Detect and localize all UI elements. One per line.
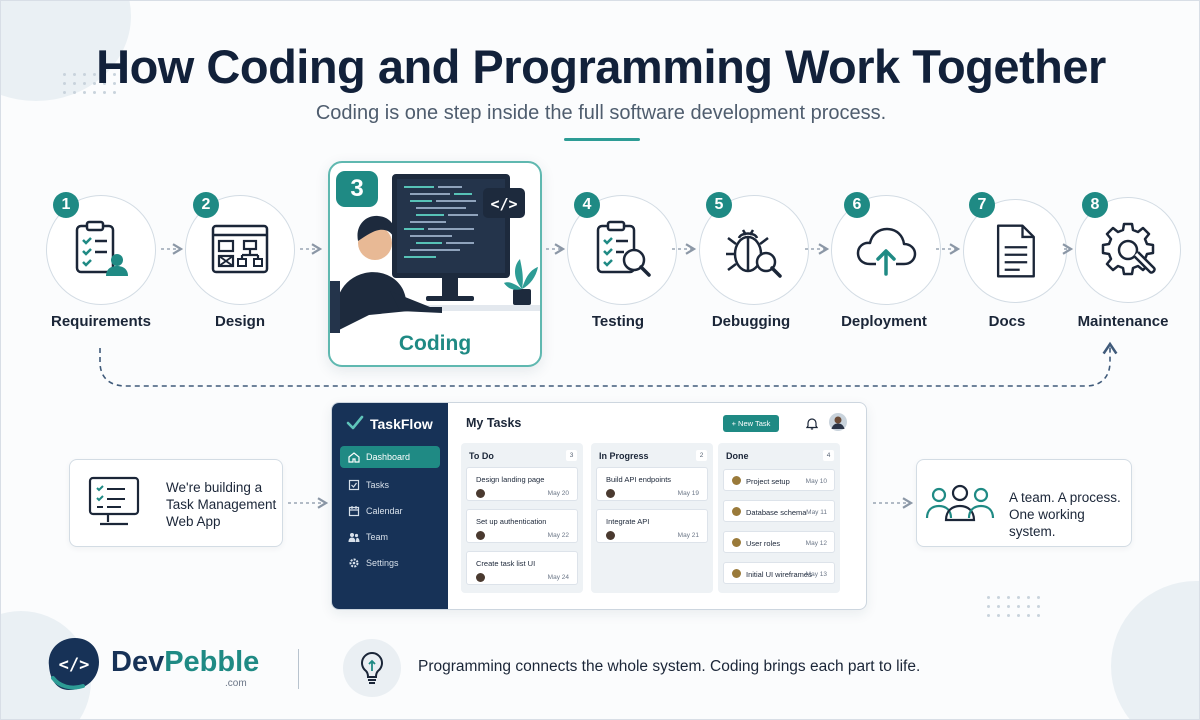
step-label-maintenance: Maintenance: [1077, 313, 1169, 330]
task-card[interactable]: User roles May 12: [723, 531, 835, 553]
step-label-debugging: Debugging: [711, 313, 791, 330]
assignee-avatar: [476, 573, 485, 582]
column-to-do: To Do 3 Design landing page May 20 Set u…: [461, 443, 583, 593]
bug-search-icon: [726, 229, 782, 278]
step-number-3: 3: [336, 171, 378, 207]
wireframe-icon: [211, 224, 269, 274]
step-number-8: 8: [1082, 192, 1108, 218]
calendar-icon: [348, 506, 360, 517]
checkbox-icon: [348, 479, 360, 491]
app-nav-team[interactable]: Team: [340, 526, 440, 548]
users-icon: [348, 533, 360, 542]
task-card[interactable]: Database schema May 11: [723, 500, 835, 522]
step-label-testing: Testing: [591, 313, 645, 330]
step-label-coding: Coding: [398, 332, 472, 355]
footer-tagline: Programming connects the whole system. C…: [418, 658, 921, 675]
footer-divider: [298, 649, 299, 689]
brand-name: DevPebble: [111, 646, 260, 678]
home-icon: [348, 452, 360, 463]
team-card-text: A team. A process. One working system.: [1009, 490, 1121, 539]
step-number-6: 6: [844, 192, 870, 218]
step-debugging: [699, 195, 809, 305]
app-nav-tasks[interactable]: Tasks: [340, 474, 440, 496]
column-title: Done: [726, 451, 749, 461]
assignee-avatar: [732, 507, 741, 516]
step-label-deployment: Deployment: [841, 313, 927, 330]
step-label-docs: Docs: [988, 313, 1026, 330]
task-card[interactable]: Set up authentication May 22: [466, 509, 578, 543]
task-card[interactable]: Create task list UI May 24: [466, 551, 578, 585]
app-sidebar: TaskFlow Dashboard Tasks Calendar Team S…: [332, 403, 448, 609]
user-avatar[interactable]: [829, 413, 847, 431]
app-page-title: My Tasks: [466, 416, 522, 430]
step-label-design: Design: [214, 313, 265, 330]
project-card-text: We're building a Task Management Web App: [166, 480, 277, 529]
bell-icon[interactable]: [806, 417, 818, 430]
gear-wrench-icon: [1101, 222, 1156, 276]
brand-domain: .com: [225, 678, 247, 689]
column-done: Done 4 Project setup May 10 Database sch…: [718, 443, 840, 593]
code-badge: </>: [490, 195, 517, 213]
team-icon: [925, 484, 995, 522]
title-underline: [564, 138, 640, 141]
assignee-avatar: [476, 531, 485, 540]
assignee-avatar: [606, 489, 615, 498]
column-title: In Progress: [599, 451, 649, 461]
step-number-1: 1: [53, 192, 79, 218]
task-card[interactable]: Initial UI wireframes May 13: [723, 562, 835, 584]
step-label-requirements: Requirements: [50, 313, 152, 330]
lightbulb-badge: [343, 639, 401, 697]
page-subtitle: Coding is one step inside the full softw…: [315, 102, 887, 124]
document-icon: [996, 224, 1035, 278]
step-number-2: 2: [193, 192, 219, 218]
clipboard-search-icon: [596, 220, 651, 277]
task-card[interactable]: Build API endpoints May 19: [596, 467, 708, 501]
lightbulb-icon: [361, 651, 383, 684]
assignee-avatar: [732, 476, 741, 485]
app-nav-dashboard[interactable]: Dashboard: [340, 446, 440, 468]
gear-icon: [349, 558, 359, 568]
column-count: 3: [566, 450, 577, 461]
dot-grid: [987, 596, 1041, 617]
task-card[interactable]: Project setup May 10: [723, 469, 835, 491]
column-title: To Do: [469, 451, 494, 461]
app-nav-settings[interactable]: Settings: [340, 552, 440, 574]
assignee-avatar: [732, 538, 741, 547]
step-docs: [963, 199, 1067, 303]
check-logo-icon: [346, 415, 364, 430]
task-card[interactable]: Integrate API May 21: [596, 509, 708, 543]
new-task-button[interactable]: + New Task: [723, 415, 779, 432]
logo-code-glyph: </>: [59, 655, 90, 675]
page-title: How Coding and Programming Work Together: [96, 40, 1106, 93]
clipboard-user-icon: [75, 220, 128, 276]
column-count: 4: [823, 450, 834, 461]
taskflow-app-mockup: TaskFlow Dashboard Tasks Calendar Team S…: [331, 402, 867, 610]
developer-at-computer-icon: </>: [330, 174, 540, 333]
cloud-upload-icon: [856, 227, 917, 276]
assignee-avatar: [732, 569, 741, 578]
assignee-avatar: [606, 531, 615, 540]
team-card: A team. A process. One working system.: [916, 459, 1132, 547]
project-card: We're building a Task Management Web App: [69, 459, 283, 547]
task-card[interactable]: Design landing page May 20: [466, 467, 578, 501]
monitor-checklist-icon: [88, 476, 140, 526]
assignee-avatar: [476, 489, 485, 498]
devpebble-logo-icon: </>: [48, 638, 99, 690]
app-nav-calendar[interactable]: Calendar: [340, 500, 440, 522]
step-number-5: 5: [706, 192, 732, 218]
column-count: 2: [696, 450, 707, 461]
feedback-loop-arrow: [99, 341, 1118, 387]
app-logo: TaskFlow: [370, 416, 433, 432]
step-number-7: 7: [969, 192, 995, 218]
step-number-4: 4: [574, 192, 600, 218]
column-in-progress: In Progress 2 Build API endpoints May 19…: [591, 443, 713, 593]
dot-grid: [63, 73, 117, 94]
